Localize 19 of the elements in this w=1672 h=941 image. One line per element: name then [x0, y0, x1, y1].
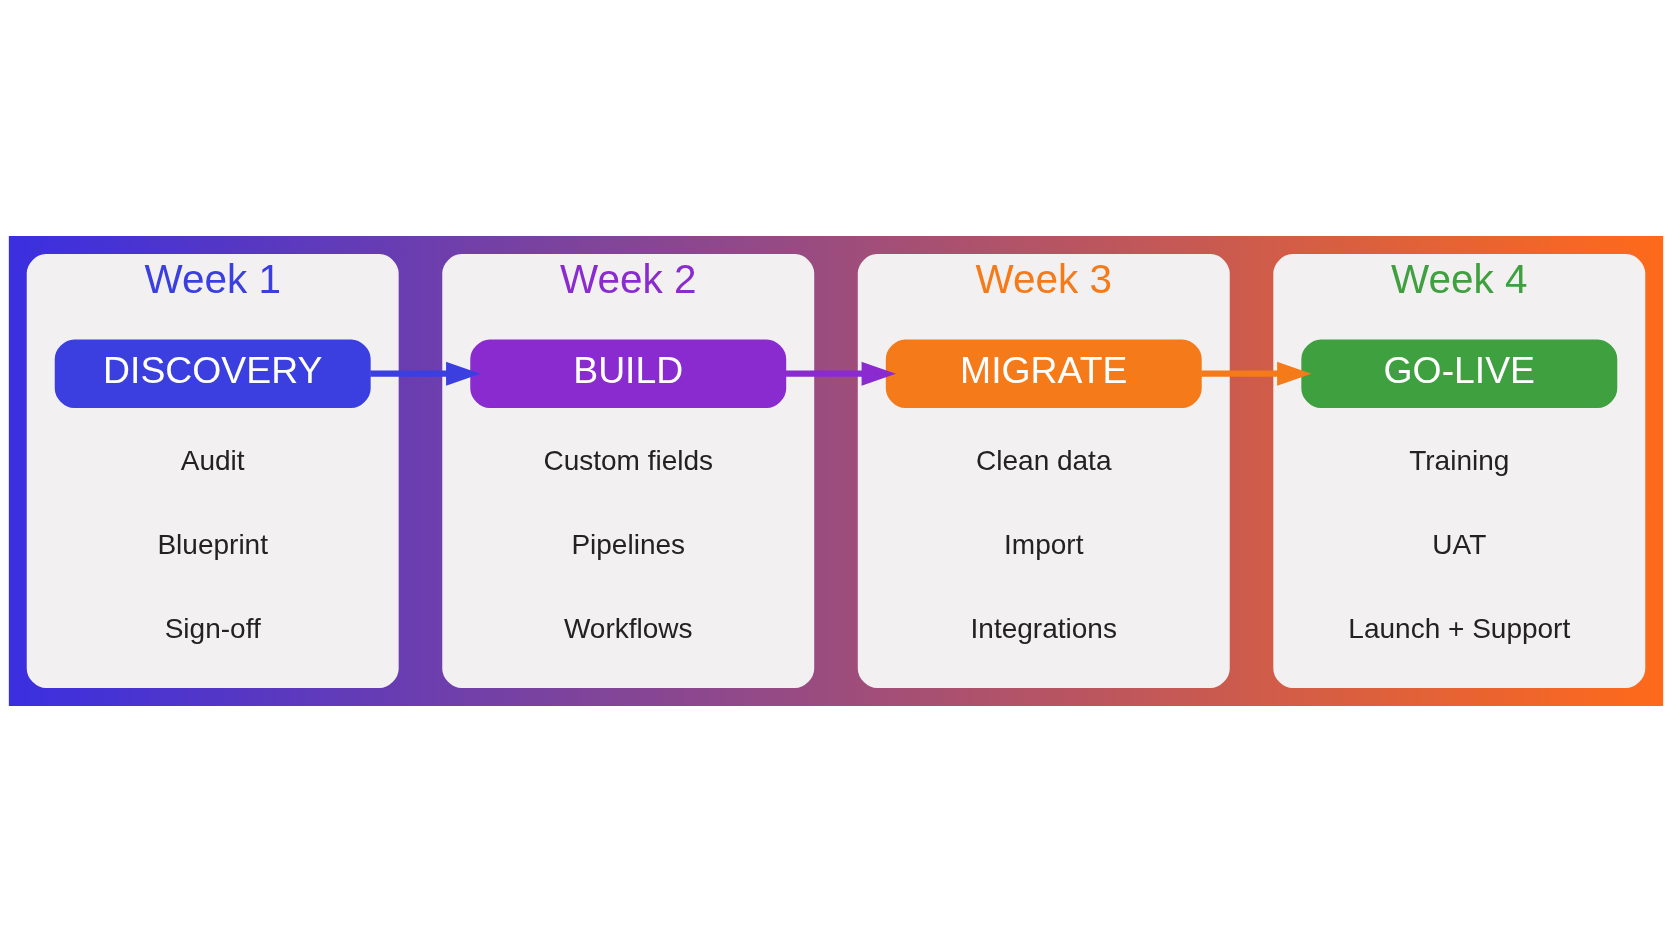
node-text: Audit — [180, 444, 245, 476]
node-box: GO-LIVE — [1301, 339, 1618, 408]
node-text: Import — [1004, 528, 1084, 560]
arrow — [370, 361, 481, 386]
node-text: Custom fields — [543, 444, 714, 476]
arrow — [785, 361, 896, 386]
node-box: BUILD — [470, 339, 787, 408]
node-text: Blueprint — [157, 528, 268, 560]
node-box: DISCOVERY — [54, 339, 371, 408]
node-text: Integrations — [970, 612, 1117, 644]
node-text: Training — [1409, 444, 1510, 476]
node-text: Workflows — [563, 612, 693, 644]
node-box: MIGRATE — [885, 339, 1202, 408]
arrow — [1201, 361, 1312, 386]
node-text: Sign-off — [164, 612, 261, 644]
node-text: Launch + Support — [1348, 612, 1571, 644]
node-text: Pipelines — [571, 528, 686, 560]
node-text: UAT — [1432, 528, 1487, 560]
node-text: Clean data — [976, 444, 1112, 476]
